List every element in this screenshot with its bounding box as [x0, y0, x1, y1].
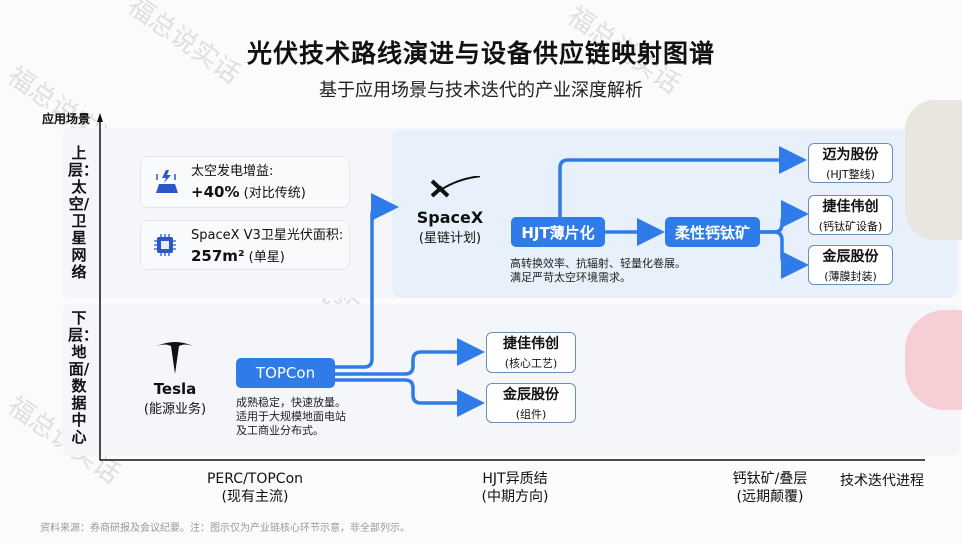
arrow-topcon-spacex — [335, 193, 399, 369]
card-note: (单星) — [248, 250, 285, 265]
x-tick-hjt: HJT异质结(中期方向) — [481, 471, 549, 505]
solar-panel-icon — [156, 170, 178, 193]
arrow-perovskite-jinchen — [760, 230, 809, 279]
chip-icon — [154, 234, 176, 256]
perovskite-node[interactable]: 柔性钙钛矿 — [665, 217, 760, 247]
card-note: (对比传统) — [243, 186, 306, 201]
company-jiejia-upper[interactable]: 捷佳伟创(钙钛矿设备) — [808, 195, 893, 235]
card-value: 257m² — [191, 247, 245, 265]
company-maiwei[interactable]: 迈为股份(HJT整线) — [808, 143, 893, 183]
satellite-area-card: SpaceX V3卫星光伏面积: 257m² (单星) — [140, 220, 350, 270]
arrow-hjt-maiwei — [558, 146, 807, 217]
card-label: SpaceX V3卫星光伏面积: — [191, 228, 344, 243]
heart-overlay — [905, 310, 962, 410]
tesla-desc: (能源业务) — [143, 402, 207, 417]
arrow-topcon-jiejia — [335, 338, 485, 376]
source-note: 资料来源：券商研报及会议纪要。注：图示仅为产业链核心环节示意，非全部列示。 — [40, 523, 410, 534]
x-tick-perovskite: 钙钛矿/叠层(远期颠覆) — [732, 471, 808, 505]
lower-zone — [62, 304, 960, 456]
card-label: 太空发电增益: — [191, 164, 274, 179]
arrow-perovskite-jiejia — [760, 200, 809, 234]
spacex-name: SpaceX — [416, 208, 484, 227]
tesla-node: Tesla (能源业务) — [135, 340, 215, 417]
spacex-logo-icon — [430, 175, 483, 198]
topcon-note: 成熟稳定，快速放量。适用于大规模地面电站及工商业分布式。 — [236, 396, 346, 437]
y-axis-label: 应用场景 — [42, 112, 91, 126]
topcon-node[interactable]: TOPCon — [236, 358, 335, 388]
video-overlay — [905, 100, 962, 240]
company-jinchen-upper[interactable]: 金辰股份(薄膜封装) — [808, 245, 893, 285]
tesla-logo-icon — [157, 342, 193, 374]
company-jinchen-lower[interactable]: 金辰股份(组件) — [486, 383, 576, 423]
page-title: 光伏技术路线演进与设备供应链映射图谱 — [246, 39, 715, 68]
x-axis-label: 技术迭代进程 — [840, 473, 924, 489]
x-tick-perc: PERC/TOPCon(现有主流) — [206, 471, 304, 505]
tesla-name: Tesla — [153, 380, 197, 398]
card-value: +40% — [191, 183, 240, 201]
spacex-desc: (星链计划) — [418, 231, 482, 246]
space-gain-card: 太空发电增益: +40% (对比传统) — [140, 156, 350, 208]
page-subtitle: 基于应用场景与技术迭代的产业深度解析 — [319, 80, 643, 101]
company-jiejia-lower[interactable]: 捷佳伟创(核心工艺) — [486, 332, 576, 373]
hjt-node[interactable]: HJT薄片化 — [511, 217, 605, 247]
hjt-note: 高转换效率、抗辐射、轻量化卷展。满足严苛太空环境需求。 — [510, 257, 686, 284]
spacex-node: SpaceX (星链计划) — [400, 175, 500, 246]
arrow-topcon-jinchen — [335, 378, 485, 417]
